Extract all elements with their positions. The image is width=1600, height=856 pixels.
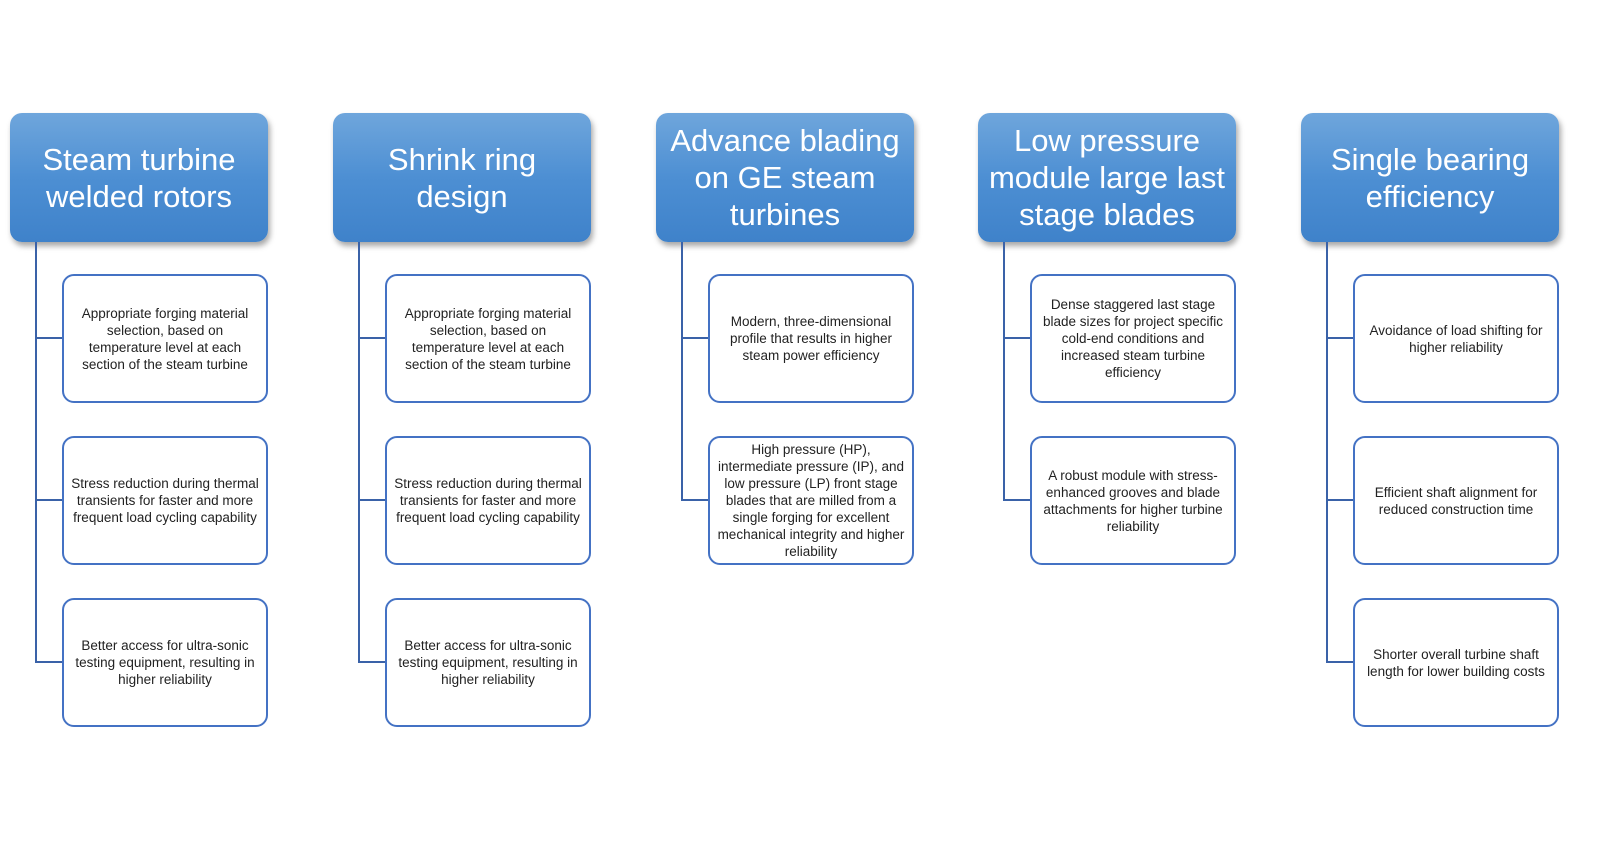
item-box: Dense staggered last stage blade sizes f… bbox=[1030, 274, 1236, 403]
column-header: Advance blading on GE steam turbines bbox=[656, 113, 914, 242]
connector-branch bbox=[358, 499, 385, 501]
connector-branch bbox=[1326, 337, 1353, 339]
column-4: Low pressure module large last stage bla… bbox=[978, 0, 1248, 856]
connector-branch bbox=[681, 337, 708, 339]
column-header: Single bearing efficiency bbox=[1301, 113, 1559, 242]
connector-branch bbox=[358, 661, 385, 663]
connector-line bbox=[358, 242, 360, 662]
connector-line bbox=[1003, 242, 1005, 500]
item-box: Stress reduction during thermal transien… bbox=[385, 436, 591, 565]
connector-branch bbox=[35, 337, 62, 339]
connector-branch bbox=[681, 499, 708, 501]
item-box: A robust module with stress-enhanced gro… bbox=[1030, 436, 1236, 565]
item-box: Better access for ultra-sonic testing eq… bbox=[385, 598, 591, 727]
item-box: Shorter overall turbine shaft length for… bbox=[1353, 598, 1559, 727]
item-box: Efficient shaft alignment for reduced co… bbox=[1353, 436, 1559, 565]
item-box: Appropriate forging material selection, … bbox=[62, 274, 268, 403]
connector-branch bbox=[1003, 499, 1030, 501]
connector-branch bbox=[1326, 661, 1353, 663]
column-header: Shrink ring design bbox=[333, 113, 591, 242]
connector-branch bbox=[1326, 499, 1353, 501]
connector-line bbox=[1326, 242, 1328, 662]
connector-branch bbox=[35, 661, 62, 663]
item-box: Appropriate forging material selection, … bbox=[385, 274, 591, 403]
connector-branch bbox=[358, 337, 385, 339]
connector-branch bbox=[35, 499, 62, 501]
item-box: Better access for ultra-sonic testing eq… bbox=[62, 598, 268, 727]
connector-line bbox=[681, 242, 683, 500]
column-header: Steam turbine welded rotors bbox=[10, 113, 268, 242]
connector-line bbox=[35, 242, 37, 662]
item-box: Stress reduction during thermal transien… bbox=[62, 436, 268, 565]
column-header: Low pressure module large last stage bla… bbox=[978, 113, 1236, 242]
connector-branch bbox=[1003, 337, 1030, 339]
item-box: Modern, three-dimensional profile that r… bbox=[708, 274, 914, 403]
item-box: High pressure (HP), intermediate pressur… bbox=[708, 436, 914, 565]
item-box: Avoidance of load shifting for higher re… bbox=[1353, 274, 1559, 403]
